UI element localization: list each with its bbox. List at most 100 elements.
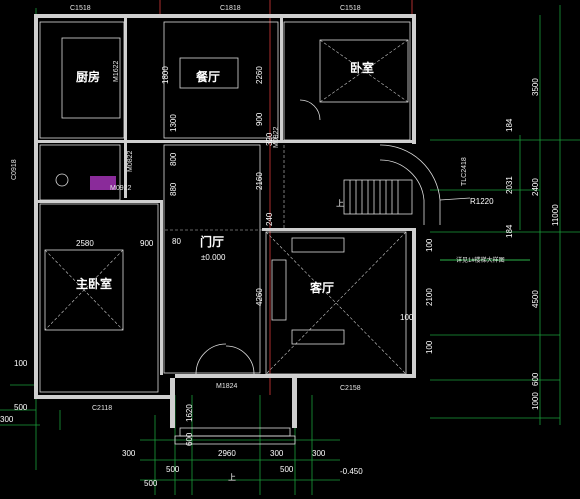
dim-label: 2160 <box>255 172 264 190</box>
dim-label: 100 <box>14 359 28 368</box>
toilet <box>55 173 69 187</box>
codes: C1518 C1818 C1518 C0918 C2118 C2158 M162… <box>11 5 468 412</box>
foyer-elevation: ±0.000 <box>201 253 226 262</box>
wall-top <box>34 14 416 18</box>
dim-label: 880 <box>169 182 178 196</box>
dim-label: 1800 <box>161 66 170 84</box>
dash-line <box>265 231 407 375</box>
window-code: C1518 <box>340 5 361 12</box>
up-label: 上 <box>336 199 344 208</box>
dim-label: 100 <box>425 238 434 252</box>
dim-label: 4260 <box>255 288 264 306</box>
living-outline <box>265 231 407 375</box>
dim-label: 800 <box>169 152 178 166</box>
door-swing <box>195 343 227 375</box>
wall-living-top <box>262 228 415 231</box>
master-bed <box>44 249 124 331</box>
wall-bottom-right <box>175 374 415 378</box>
dim-label: 1300 <box>169 114 178 132</box>
dim-label: 2960 <box>218 449 236 458</box>
dim-label: 4500 <box>531 290 540 308</box>
grid-lines <box>0 5 580 495</box>
door-code: M0922 <box>273 126 280 148</box>
dim-label: 1000 <box>531 392 540 410</box>
up-label: 上 <box>228 473 236 482</box>
elevation-label: -0.450 <box>340 467 363 476</box>
door-code: M0822 <box>127 150 134 172</box>
dining-table <box>179 57 239 89</box>
window-code: C1518 <box>70 5 91 12</box>
dim-label: 2100 <box>425 288 434 306</box>
dash-line <box>319 39 409 103</box>
stair-curve-inner <box>379 159 425 225</box>
dim-label: 300 <box>312 449 326 458</box>
room-labels: 厨房 餐厅 卧室 门厅 ±0.000 主卧室 客厅 <box>76 60 374 295</box>
dim-label: 1620 <box>185 404 194 422</box>
room-label-foyer: 门厅 <box>200 234 224 249</box>
door-swing <box>225 345 255 375</box>
step <box>174 435 296 445</box>
dash-line <box>319 39 409 103</box>
bath-outline <box>39 144 121 201</box>
wall-bed-left <box>280 18 283 143</box>
bath-sink <box>90 176 116 190</box>
dim-label: 2580 <box>76 239 94 248</box>
wall-right-lower <box>412 228 416 378</box>
kitchen-counter <box>61 37 121 119</box>
window-code: C1818 <box>220 5 241 12</box>
wall-bottom-left <box>34 395 174 399</box>
dim-label: 500 <box>280 465 294 474</box>
sofa-bottom <box>291 329 345 345</box>
door-code: M1824 <box>216 383 238 390</box>
stair-flight <box>343 179 413 215</box>
dim-label: 900 <box>255 112 264 126</box>
dim-label: 184 <box>505 118 514 132</box>
dim-label: 11000 <box>551 204 560 226</box>
wall-kitchen <box>124 18 127 198</box>
door-code: TLC2418 <box>461 157 468 186</box>
dim-label: 300 <box>122 449 136 458</box>
room-label-dining: 餐厅 <box>196 69 220 84</box>
dim-label: 184 <box>505 224 514 238</box>
bedroom-outline <box>283 21 411 141</box>
dim-label: 2400 <box>531 178 540 196</box>
dim-label: 300 <box>0 415 14 424</box>
dimensions: 1800 2260 3500 1300 800 880 900 320 2160… <box>0 66 560 488</box>
dim-label: 240 <box>265 212 274 226</box>
interior-lines <box>39 21 530 445</box>
wall-porch-right <box>292 378 297 428</box>
dim-label: 500 <box>14 403 28 412</box>
room-label-bedroom: 卧室 <box>350 60 374 75</box>
wall-foyer <box>160 200 163 375</box>
door-code: M0922 <box>110 185 132 192</box>
room-label-living: 客厅 <box>309 280 334 295</box>
dash-line <box>265 231 407 375</box>
dim-label: 2031 <box>505 176 514 194</box>
walls <box>34 14 416 428</box>
dim-label: 2260 <box>255 66 264 84</box>
radius-label: R1220 <box>470 197 494 206</box>
dim-label: 300 <box>270 449 284 458</box>
dim-label: 100 <box>425 340 434 354</box>
note-label: 详见1#楼梯大样图 <box>456 256 505 264</box>
step <box>179 427 291 437</box>
dash-line <box>44 249 124 331</box>
wall-left <box>34 14 38 399</box>
dining-outline <box>163 21 279 139</box>
foyer-outline <box>163 144 261 374</box>
window-code: C2158 <box>340 385 361 392</box>
window-code: C2118 <box>92 405 112 412</box>
radius-line <box>439 197 471 201</box>
dim-label: 500 <box>144 479 158 488</box>
wall-mid <box>34 140 414 143</box>
stair-curve <box>379 144 441 225</box>
bed <box>319 39 409 103</box>
dim-label: 600 <box>185 432 194 446</box>
sofa-left <box>271 259 287 321</box>
dim-label: 3500 <box>531 78 540 96</box>
wall-bedroom-top <box>36 200 161 203</box>
dim-label: 900 <box>140 239 154 248</box>
dim-label: 320 <box>265 132 274 146</box>
door-swing <box>299 99 321 121</box>
